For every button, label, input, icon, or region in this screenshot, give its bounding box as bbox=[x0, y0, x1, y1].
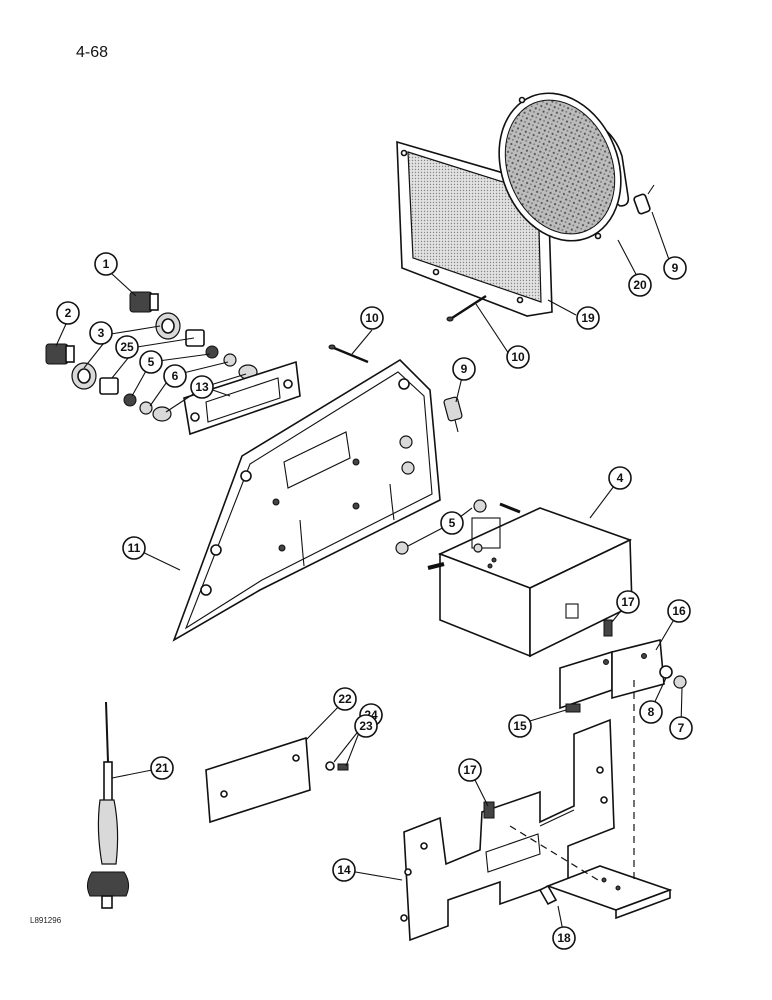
page-number: 4-68 bbox=[76, 44, 109, 61]
svg-text:13: 13 bbox=[195, 380, 209, 394]
callout-17-lower: 17 bbox=[458, 758, 482, 782]
bolt-17-lower bbox=[483, 801, 495, 819]
svg-text:10: 10 bbox=[365, 311, 379, 325]
svg-text:1: 1 bbox=[103, 257, 110, 271]
alignment-line-diagonal bbox=[509, 825, 599, 881]
nut-7 bbox=[673, 675, 687, 689]
receiver-bracket bbox=[559, 638, 665, 710]
svg-text:9: 9 bbox=[461, 362, 468, 376]
speaker bbox=[498, 92, 630, 242]
radio-mounting-panel bbox=[172, 358, 441, 642]
screw-23 bbox=[337, 763, 349, 771]
nut-upper bbox=[205, 345, 258, 380]
callout-14: 14 bbox=[332, 858, 356, 882]
svg-text:4: 4 bbox=[617, 471, 624, 485]
svg-text:18: 18 bbox=[557, 931, 571, 945]
knob-ring-upper bbox=[155, 312, 181, 340]
callout-1: 1 bbox=[94, 252, 118, 276]
screw-lower bbox=[328, 344, 369, 364]
mounting-bracket bbox=[400, 718, 615, 942]
svg-text:20: 20 bbox=[633, 278, 647, 292]
panel-spacer bbox=[443, 396, 463, 433]
svg-text:22: 22 bbox=[338, 692, 352, 706]
svg-text:17: 17 bbox=[463, 763, 477, 777]
callout-5-receiver: 5 bbox=[440, 511, 464, 535]
receiver-nut-upper bbox=[473, 499, 487, 513]
callout-3: 3 bbox=[89, 321, 113, 345]
svg-text:16: 16 bbox=[672, 604, 686, 618]
callout-6: 6 bbox=[163, 364, 187, 388]
callout-9-speaker: 9 bbox=[663, 256, 687, 280]
callout-4: 4 bbox=[608, 466, 632, 490]
callout-25: 25 bbox=[115, 335, 139, 359]
cover-plate bbox=[205, 736, 311, 824]
svg-text:21: 21 bbox=[155, 761, 169, 775]
screw-upper bbox=[446, 294, 487, 322]
callout-8: 8 bbox=[639, 700, 663, 724]
callout-20: 20 bbox=[628, 273, 652, 297]
svg-text:9: 9 bbox=[672, 261, 679, 275]
svg-text:10: 10 bbox=[511, 350, 525, 364]
svg-text:19: 19 bbox=[581, 311, 595, 325]
svg-text:8: 8 bbox=[648, 705, 655, 719]
callout-16: 16 bbox=[667, 599, 691, 623]
knob-ring-lower bbox=[71, 362, 97, 390]
callout-19: 19 bbox=[576, 306, 600, 330]
svg-text:3: 3 bbox=[98, 326, 105, 340]
figure-code: L891296 bbox=[30, 916, 62, 925]
svg-text:11: 11 bbox=[128, 541, 141, 555]
bolt-17-upper bbox=[603, 619, 613, 637]
svg-text:2: 2 bbox=[65, 306, 72, 320]
callout-7: 7 bbox=[669, 716, 693, 740]
svg-text:5: 5 bbox=[449, 516, 456, 530]
antenna bbox=[86, 701, 130, 909]
callout-23: 23 bbox=[354, 714, 378, 738]
callout-17-upper: 17 bbox=[616, 590, 640, 614]
callout-10-upper: 10 bbox=[360, 306, 384, 330]
callout-13: 13 bbox=[190, 375, 214, 399]
speaker-connector bbox=[633, 184, 655, 215]
radio-receiver bbox=[427, 502, 633, 658]
washer-24 bbox=[325, 761, 335, 771]
callout-11: 11 bbox=[122, 536, 146, 560]
callout-21: 21 bbox=[150, 756, 174, 780]
svg-text:23: 23 bbox=[359, 719, 373, 733]
washer-8 bbox=[659, 665, 673, 679]
svg-text:17: 17 bbox=[621, 595, 635, 609]
receiver-nut-lower bbox=[395, 541, 409, 555]
faceplate bbox=[183, 360, 301, 436]
support-bracket bbox=[538, 865, 673, 920]
knob-lower bbox=[45, 343, 75, 365]
bolt-15 bbox=[565, 703, 581, 713]
callout-10-lower: 10 bbox=[506, 345, 530, 369]
svg-text:5: 5 bbox=[148, 355, 155, 369]
callout-2: 2 bbox=[56, 301, 80, 325]
svg-text:14: 14 bbox=[337, 863, 351, 877]
spacer-upper bbox=[185, 329, 205, 347]
knob-upper bbox=[129, 291, 159, 313]
callout-9-panel: 9 bbox=[452, 357, 476, 381]
callout-18: 18 bbox=[552, 926, 576, 950]
svg-text:7: 7 bbox=[678, 721, 685, 735]
spacer-lower bbox=[99, 377, 119, 395]
svg-text:15: 15 bbox=[513, 719, 527, 733]
callout-15: 15 bbox=[508, 714, 532, 738]
svg-text:6: 6 bbox=[172, 369, 179, 383]
callout-5: 5 bbox=[139, 350, 163, 374]
nut-lower bbox=[123, 393, 172, 422]
callout-22: 22 bbox=[333, 687, 357, 711]
svg-text:25: 25 bbox=[120, 340, 134, 354]
